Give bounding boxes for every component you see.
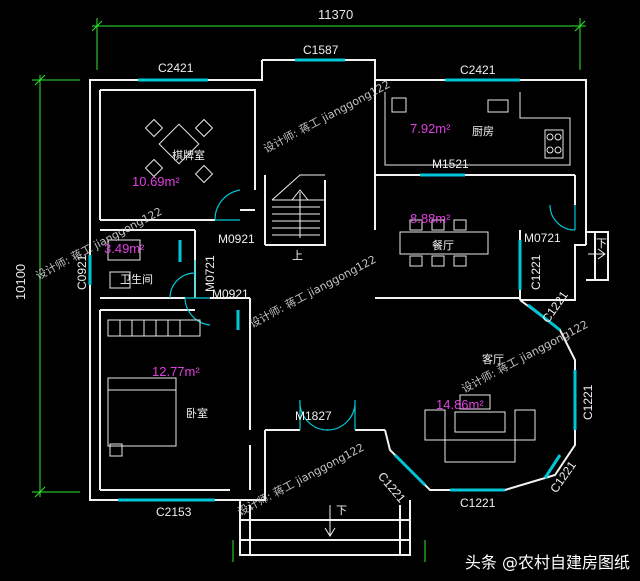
door-code-m1827: M1827 — [295, 409, 332, 423]
room-name-bedroom: 卧室 — [186, 407, 208, 420]
room-name-chess: 棋牌室 — [172, 149, 205, 162]
door-m0721-dining — [549, 204, 576, 231]
room-area-dining: 8.88m² — [410, 211, 451, 226]
source-credit: 头条 @农村自建房图纸 — [464, 553, 630, 572]
furniture — [107, 92, 571, 463]
front-down-label: 下 — [336, 504, 347, 517]
room-area-bedroom: 12.77m² — [152, 364, 200, 379]
door-code-m0921-a: M0921 — [218, 232, 255, 246]
window-c1221-bay3 — [543, 454, 562, 479]
staircase — [271, 174, 325, 238]
room-area-chess: 10.69m² — [132, 174, 180, 189]
room-area-kitchen: 7.92m² — [410, 121, 451, 136]
bed — [107, 377, 177, 447]
window-code-c1221-c: C1221 — [581, 384, 595, 420]
stair-up-label: 上 — [292, 249, 303, 262]
room-name-kitchen: 厨房 — [472, 125, 494, 138]
door-code-m0921-b: M0921 — [212, 287, 249, 301]
entry-arrows — [324, 248, 606, 537]
door-code-m0721-b: M0721 — [524, 231, 561, 245]
room-name-dining: 餐厅 — [432, 239, 454, 252]
windows — [88, 58, 577, 502]
chess-table — [158, 123, 200, 165]
door-code-m1521: M1521 — [432, 157, 469, 171]
window-code-c1221-e: C1221 — [460, 496, 496, 510]
door-m0921-chess — [214, 189, 241, 221]
sofa-main — [444, 439, 516, 463]
room-area-bathroom: 3.49m² — [104, 241, 145, 256]
room-name-bathroom: 卫生间 — [120, 273, 153, 286]
side-down-label: 下 — [596, 237, 607, 250]
dimension-lines — [32, 18, 586, 562]
overall-depth-label: 10100 — [13, 263, 28, 300]
door-m0721-bath — [169, 260, 196, 299]
window-code-c1221-a: C1221 — [529, 254, 543, 290]
window-code-c2153: C2153 — [156, 505, 192, 519]
room-name-living: 客厅 — [482, 353, 504, 366]
window-c1221-bay1 — [527, 303, 561, 332]
door-m1827-left — [299, 399, 329, 431]
room-area-living: 14.86m² — [436, 397, 484, 412]
door-m1827-right — [326, 399, 356, 431]
door-m0921-bed — [184, 297, 211, 326]
dining-table — [399, 231, 489, 255]
overall-width-label: 11370 — [318, 7, 354, 22]
doors — [169, 189, 576, 431]
window-c1221-bay4 — [393, 453, 427, 487]
window-code-c1587: C1587 — [303, 43, 339, 57]
window-code-c2421-left: C2421 — [158, 61, 194, 75]
kitchen-counter — [384, 92, 571, 166]
window-code-c2421-right: C2421 — [460, 63, 496, 77]
bath-fixture — [107, 239, 141, 261]
